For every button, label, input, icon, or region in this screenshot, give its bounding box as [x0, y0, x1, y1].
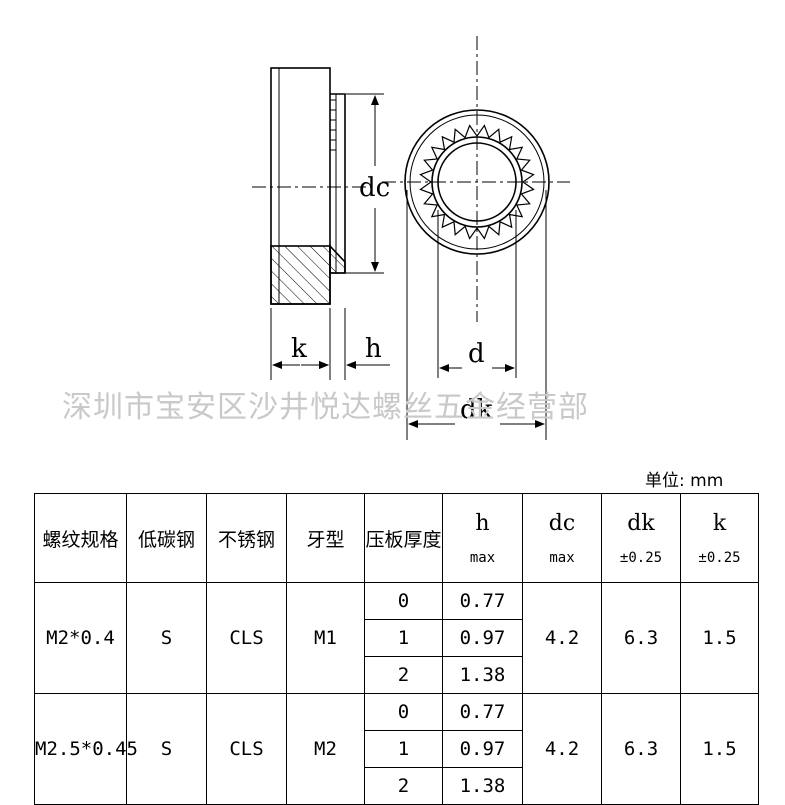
header-dk: dk ±0.25 — [601, 493, 681, 583]
table-row: 2 1.38 — [35, 767, 759, 805]
cell-k: 1.5 — [680, 693, 759, 805]
knurled-shank — [330, 93, 346, 274]
cell-h: 1.38 — [442, 767, 523, 805]
cell-dk: 6.3 — [601, 693, 681, 805]
d-dimension — [437, 210, 517, 378]
cell-dc: 4.2 — [522, 582, 602, 694]
header-thread-type: 牙型 — [286, 493, 365, 583]
cell-spec: M2.5*0.45 — [34, 693, 138, 805]
cell-h: 0.77 — [442, 693, 523, 731]
header-h-sub: max — [469, 549, 496, 566]
table-row: M2.5*0.45 S CLS M2 0 0.77 4.2 6.3 1.5 — [34, 693, 759, 805]
table-row: 1 0.97 — [35, 730, 759, 768]
nut-technical-drawing: dc k h d dk — [252, 36, 570, 440]
cell-thickness: 1 — [364, 619, 443, 657]
header-dc-symbol: dc — [548, 510, 576, 536]
side-view — [252, 67, 372, 305]
h-label: h — [365, 334, 382, 364]
dc-label: dc — [359, 173, 390, 203]
cell-thickness: 1 — [364, 730, 443, 768]
header-dc-sub: max — [549, 549, 575, 566]
watermark: 深圳市宝安区沙井悦达螺丝五金经营部 — [62, 390, 589, 425]
header-carbon-steel: 低碳钢 — [126, 493, 207, 583]
cell-dc: 4.2 — [522, 693, 602, 805]
cell-carbon: S — [126, 693, 207, 805]
unit-label: 单位: mm — [645, 471, 724, 491]
header-thread-spec: 螺纹规格 — [34, 493, 127, 583]
header-stainless-steel: 不锈钢 — [206, 493, 287, 583]
header-h-symbol: h — [475, 510, 490, 536]
cell-h: 0.77 — [442, 582, 523, 620]
header-k-sub: ±0.25 — [698, 549, 741, 566]
cell-carbon: S — [126, 582, 207, 694]
cell-thickness: 2 — [364, 656, 443, 694]
cell-thickness: 2 — [364, 767, 443, 805]
k-label: k — [291, 334, 307, 364]
cell-spec: M2*0.4 — [34, 582, 127, 694]
header-k-symbol: k — [712, 510, 727, 536]
cell-thread: M2 — [286, 693, 365, 805]
cell-stainless: CLS — [206, 693, 287, 805]
cell-thickness: 0 — [364, 582, 443, 620]
knurl-teeth — [419, 124, 535, 240]
dk-dimension — [406, 190, 547, 440]
cell-h: 0.97 — [442, 730, 523, 768]
table-row: 1 0.97 — [35, 619, 759, 657]
cell-dk: 6.3 — [601, 582, 681, 694]
cell-h: 0.97 — [442, 619, 523, 657]
k-h-dimension — [270, 308, 390, 380]
dk-label: dk — [460, 395, 493, 425]
header-dc: dc max — [522, 493, 602, 583]
header-dk-sub: ±0.25 — [619, 549, 663, 566]
cell-thread: M1 — [286, 582, 365, 694]
d-label: d — [468, 339, 485, 369]
dc-dimension — [346, 93, 384, 274]
front-view — [382, 36, 570, 322]
section-hatch — [270, 245, 331, 305]
cell-h: 1.38 — [442, 656, 523, 694]
header-dk-symbol: dk — [627, 510, 655, 536]
table-row: M2*0.4 S CLS M1 0 0.77 4.2 6.3 1.5 — [34, 582, 759, 694]
cell-stainless: CLS — [206, 582, 287, 694]
cell-k: 1.5 — [680, 582, 759, 694]
cell-thickness: 0 — [364, 693, 443, 731]
header-h: h max — [442, 493, 523, 583]
header-k: k ±0.25 — [680, 493, 759, 583]
header-panel-thickness: 压板厚度 — [364, 493, 443, 583]
table-row: 2 1.38 — [35, 656, 759, 694]
